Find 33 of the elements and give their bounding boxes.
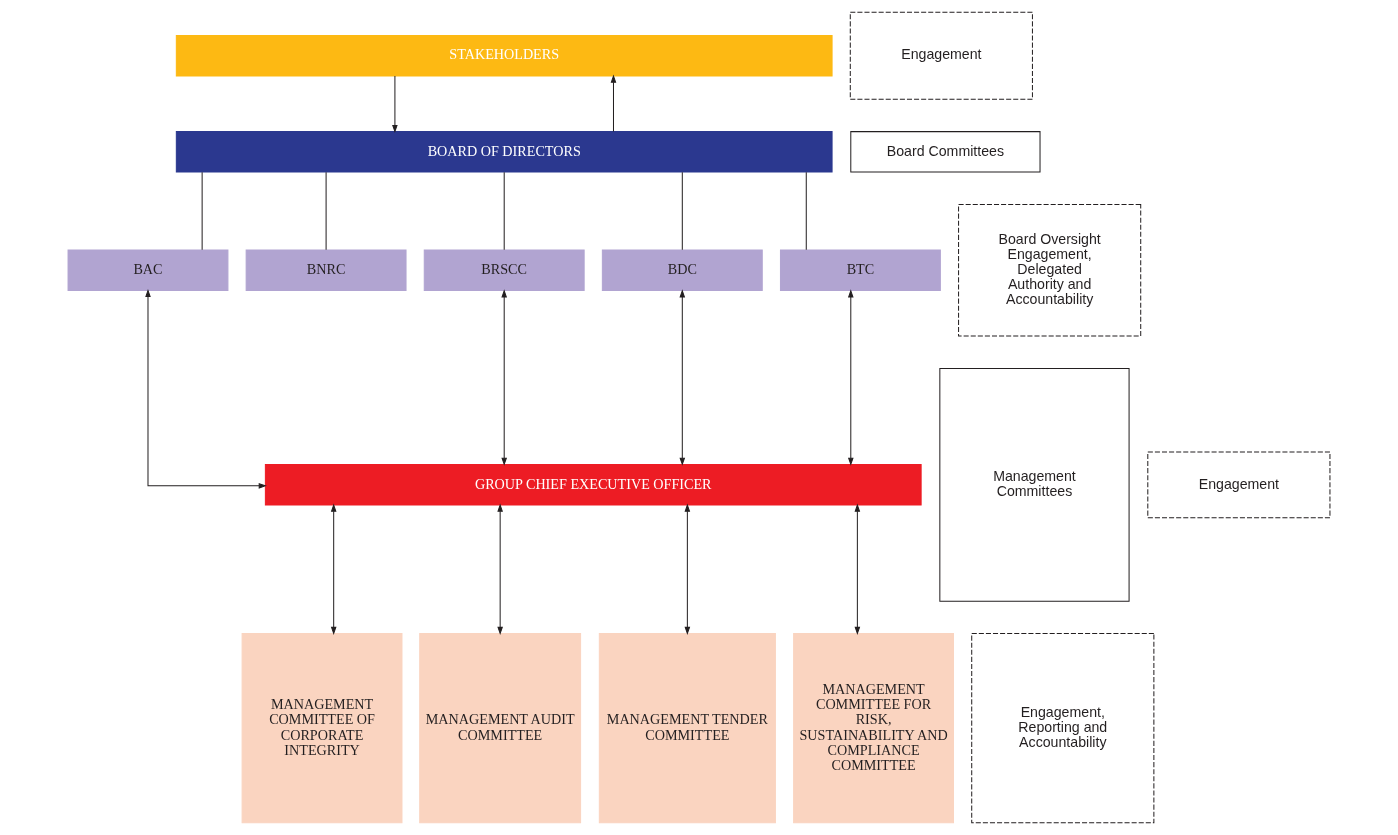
node-box: BOARD OF DIRECTORS xyxy=(175,131,833,173)
arrow xyxy=(854,503,861,635)
node-box: BRSCC xyxy=(423,249,585,291)
connector xyxy=(681,171,683,251)
node-box: MANAGEMENT TENDER COMMITTEE xyxy=(598,633,776,824)
node-box: Board Committees xyxy=(850,131,1041,173)
node-box: BNRC xyxy=(245,249,407,291)
arrow xyxy=(330,503,337,635)
node-box: BDC xyxy=(601,249,763,291)
node-box: Management Committees xyxy=(939,367,1130,602)
connector xyxy=(201,171,203,251)
arrow xyxy=(847,289,854,466)
connector xyxy=(325,171,327,251)
arrow xyxy=(501,289,508,466)
node-box: BAC xyxy=(67,249,229,291)
arrow xyxy=(497,503,503,635)
node-box: STAKEHOLDERS xyxy=(175,35,833,77)
node-box: Engagement xyxy=(849,11,1033,100)
arrow xyxy=(392,75,398,134)
arrow xyxy=(684,503,691,635)
node-box: MANAGEMENT AUDIT COMMITTEE xyxy=(419,633,582,824)
connector xyxy=(503,171,505,251)
node-box: MANAGEMENT COMMITTEE FOR RISK, SUSTAINABILITY AND COMPLIANCE COMMITTEE xyxy=(793,633,954,824)
arrow xyxy=(679,289,686,466)
arrow xyxy=(610,74,617,132)
node-box: BTC xyxy=(779,249,941,291)
node-box: MANAGEMENT COMMITTEE OF CORPORATE INTEGRITY xyxy=(241,633,403,824)
node-box: Engagement xyxy=(1147,451,1331,519)
connector xyxy=(805,171,807,251)
arrow xyxy=(145,289,267,489)
node-box: GROUP CHIEF EXECUTIVE OFFICER xyxy=(264,464,922,506)
node-box: Board Oversight Engagement, Delegated Authority and Accountability xyxy=(958,203,1142,337)
node-box: Engagement, Reporting and Accountability xyxy=(971,633,1155,824)
